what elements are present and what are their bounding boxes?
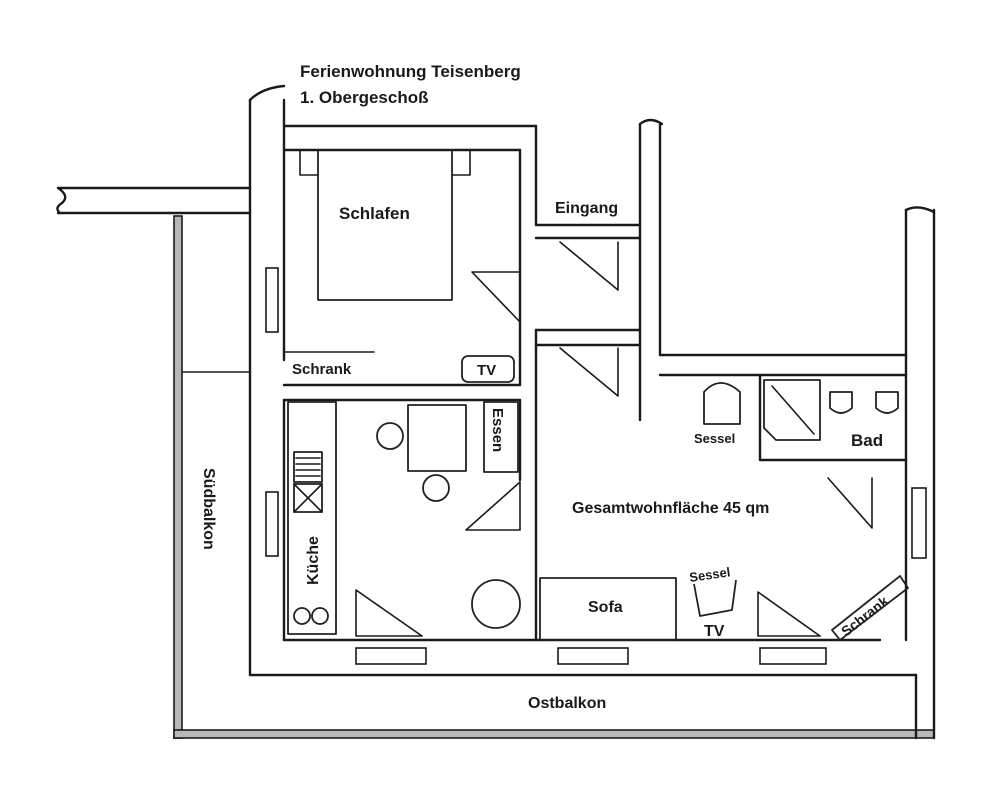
total-area-label: Gesamtwohnfläche 45 qm <box>572 500 769 517</box>
room-label-essen: Essen <box>489 408 506 452</box>
furniture-label-schrank-bedroom: Schrank <box>292 361 352 378</box>
room-label-kueche: Küche <box>305 536 322 585</box>
furniture-label-sessel-bottom: Sessel <box>688 564 731 585</box>
plan-title: Ferienwohnung Teisenberg <box>300 62 521 81</box>
balcony-label-sued: Südbalkon <box>200 468 217 550</box>
walls <box>248 84 936 677</box>
furniture <box>283 149 909 641</box>
furniture-label-sofa: Sofa <box>588 599 623 616</box>
room-label-eingang: Eingang <box>555 200 618 217</box>
room-label-bad: Bad <box>851 431 883 450</box>
furniture-label-tv-living: TV <box>704 623 725 640</box>
floor-label: 1. Obergeschoß <box>300 88 428 107</box>
furniture-label-schrank-living: Schrank <box>838 593 892 640</box>
labels: Ferienwohnung Teisenberg 1. Obergeschoß … <box>200 62 892 712</box>
windows <box>265 267 927 665</box>
balcony-outline <box>56 186 936 740</box>
doors <box>355 241 873 637</box>
balcony-label-ost: Ostbalkon <box>528 695 606 712</box>
room-label-schlafen: Schlafen <box>339 204 410 223</box>
furniture-label-sessel-left: Sessel <box>694 431 735 446</box>
furniture-label-tv-bedroom: TV <box>477 362 496 379</box>
